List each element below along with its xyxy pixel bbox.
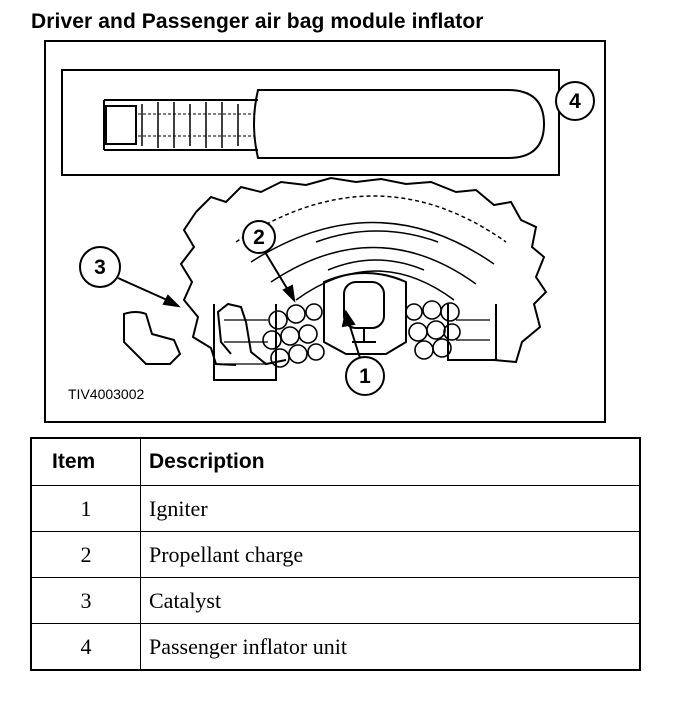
inflator-illustration: 4 2 3 1 TIV4003002 <box>44 40 606 423</box>
table-row: 2 Propellant charge <box>30 531 641 578</box>
item-description-table: Item Description 1 Igniter 2 Propellant … <box>30 437 641 671</box>
column-header-item: Item <box>30 437 141 486</box>
column-header-description: Description <box>140 437 641 486</box>
table-row: 1 Igniter <box>30 485 641 532</box>
item-number: 2 <box>30 531 141 578</box>
callout-label-2: 2 <box>253 226 265 249</box>
item-number: 1 <box>30 485 141 532</box>
callout-label-3: 3 <box>94 256 106 279</box>
item-number: 4 <box>30 623 141 671</box>
callout-leaders <box>117 251 361 359</box>
item-description: Catalyst <box>140 577 641 624</box>
item-description: Propellant charge <box>140 531 641 578</box>
propellant-pellets <box>262 300 461 368</box>
figure-reference-id: TIV4003002 <box>68 386 145 402</box>
item-description: Passenger inflator unit <box>140 623 641 671</box>
item-description: Igniter <box>140 485 641 532</box>
callout-markers <box>79 81 595 396</box>
table-header-row: Item Description <box>30 437 641 486</box>
driver-inflator-housing <box>123 176 548 381</box>
table-row: 4 Passenger inflator unit <box>30 623 641 671</box>
callout-label-1: 1 <box>359 365 371 388</box>
table-row: 3 Catalyst <box>30 577 641 624</box>
passenger-inflator-unit <box>61 69 560 176</box>
inflator-drawing: 4 2 3 1 <box>61 69 595 396</box>
callout-label-4: 4 <box>569 90 581 113</box>
item-number: 3 <box>30 577 141 624</box>
page-title: Driver and Passenger air bag module infl… <box>31 10 484 33</box>
